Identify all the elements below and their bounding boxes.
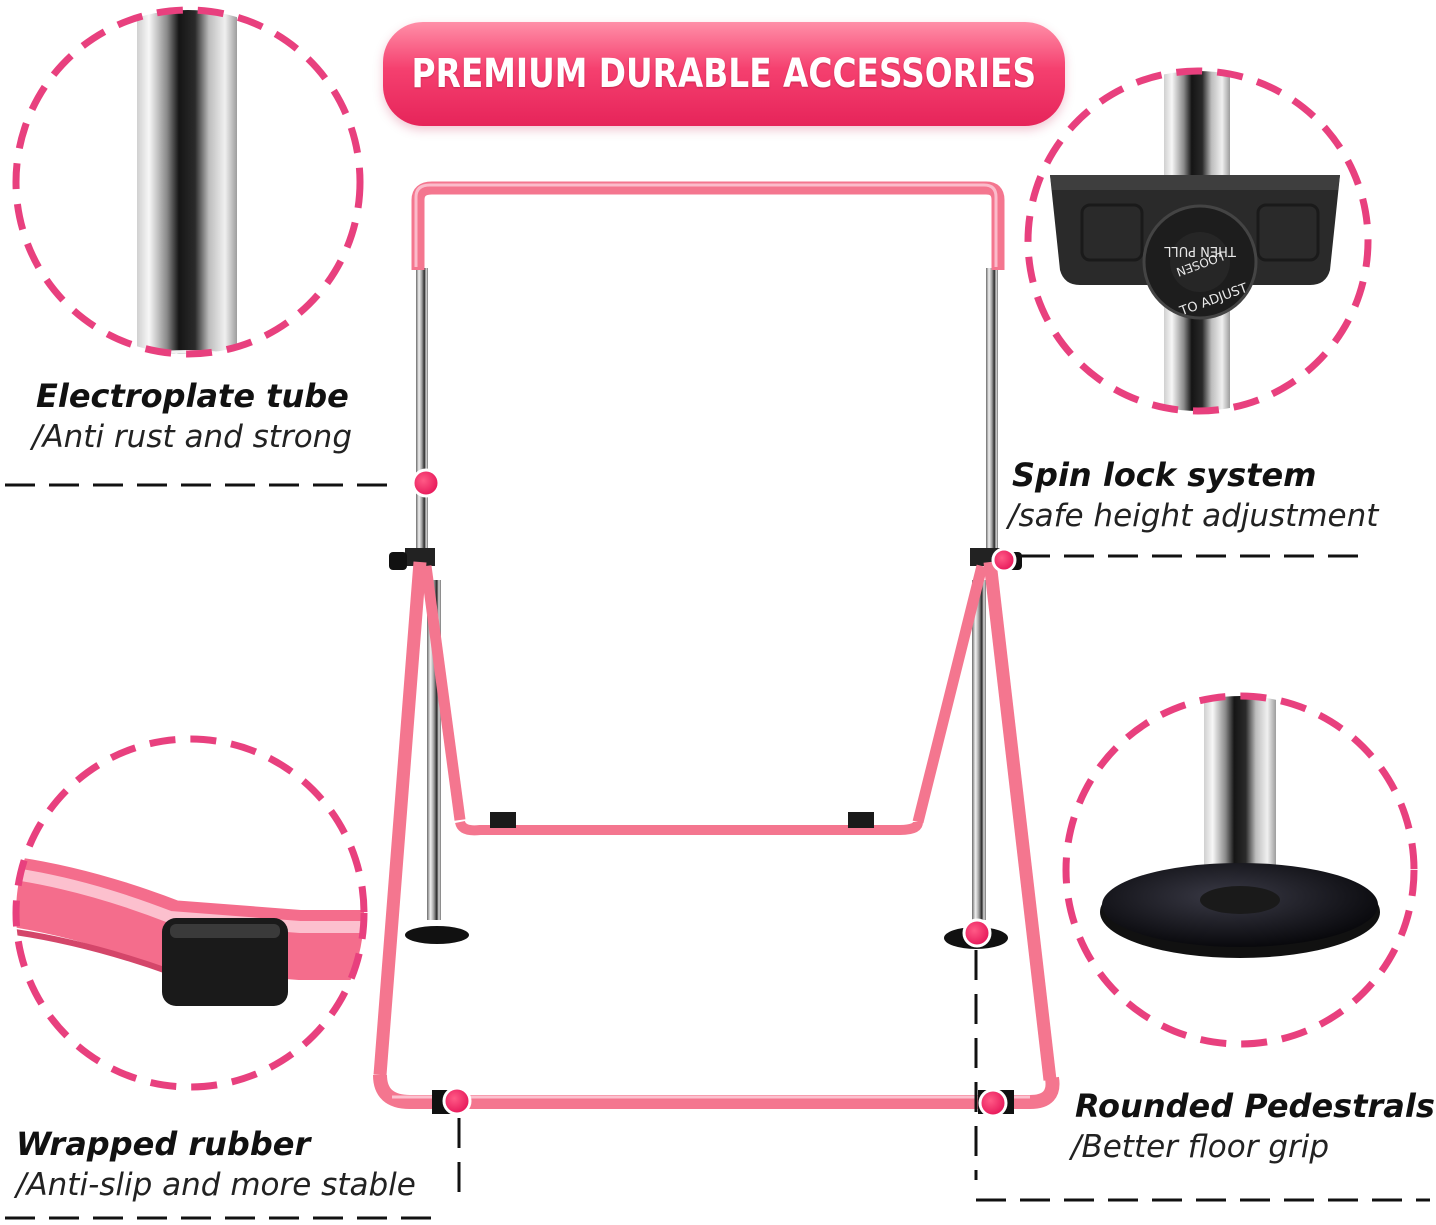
- marker-dot-wrapped-rubber: [442, 1086, 472, 1116]
- callout-subtitle: /Anti rust and strong: [32, 419, 352, 455]
- callout-subtitle: /Anti-slip and more stable: [16, 1167, 416, 1203]
- callout-spin-lock: Spin lock system /safe height adjustment: [1008, 455, 1378, 537]
- marker-dot-spin-lock: [991, 547, 1017, 573]
- marker-dots: [411, 468, 1017, 1118]
- detail-circle-electroplate-tube: [12, 6, 364, 358]
- leader-lines: [5, 483, 1430, 1220]
- callout-subtitle: /Better floor grip: [1071, 1129, 1330, 1165]
- callout-title: Wrapped rubber: [16, 1125, 311, 1163]
- marker-dot-pedestal: [962, 918, 992, 948]
- callout-rounded-pedestals: Rounded Pedestrals /Better floor grip: [1071, 1086, 1435, 1168]
- callout-wrapped-rubber: Wrapped rubber /Anti-slip and more stabl…: [16, 1124, 416, 1206]
- callout-title: Electroplate tube: [36, 377, 349, 415]
- detail-circle-wrapped-rubber: [12, 735, 368, 1091]
- banner-title: PREMIUM DURABLE ACCESSORIES: [411, 51, 1037, 97]
- detail-circle-rounded-pedestal: [1062, 692, 1418, 1048]
- callout-electroplate-tube: Electroplate tube /Anti rust and strong: [32, 376, 352, 458]
- detail-circle-spin-lock: THEN PULL LOOSEN TO ADJUST: [1024, 67, 1372, 415]
- marker-dot-electroplate: [411, 468, 441, 498]
- header-banner: PREMIUM DURABLE ACCESSORIES: [383, 22, 1065, 126]
- callout-title: Rounded Pedestrals: [1075, 1087, 1435, 1125]
- callout-subtitle: /safe height adjustment: [1008, 498, 1379, 534]
- marker-dot-pedestal-base: [978, 1088, 1008, 1118]
- callout-title: Spin lock system: [1012, 456, 1317, 494]
- gymnastics-bar-frame: [373, 181, 1060, 1114]
- knob-text-inner: THEN PULL: [1163, 243, 1236, 258]
